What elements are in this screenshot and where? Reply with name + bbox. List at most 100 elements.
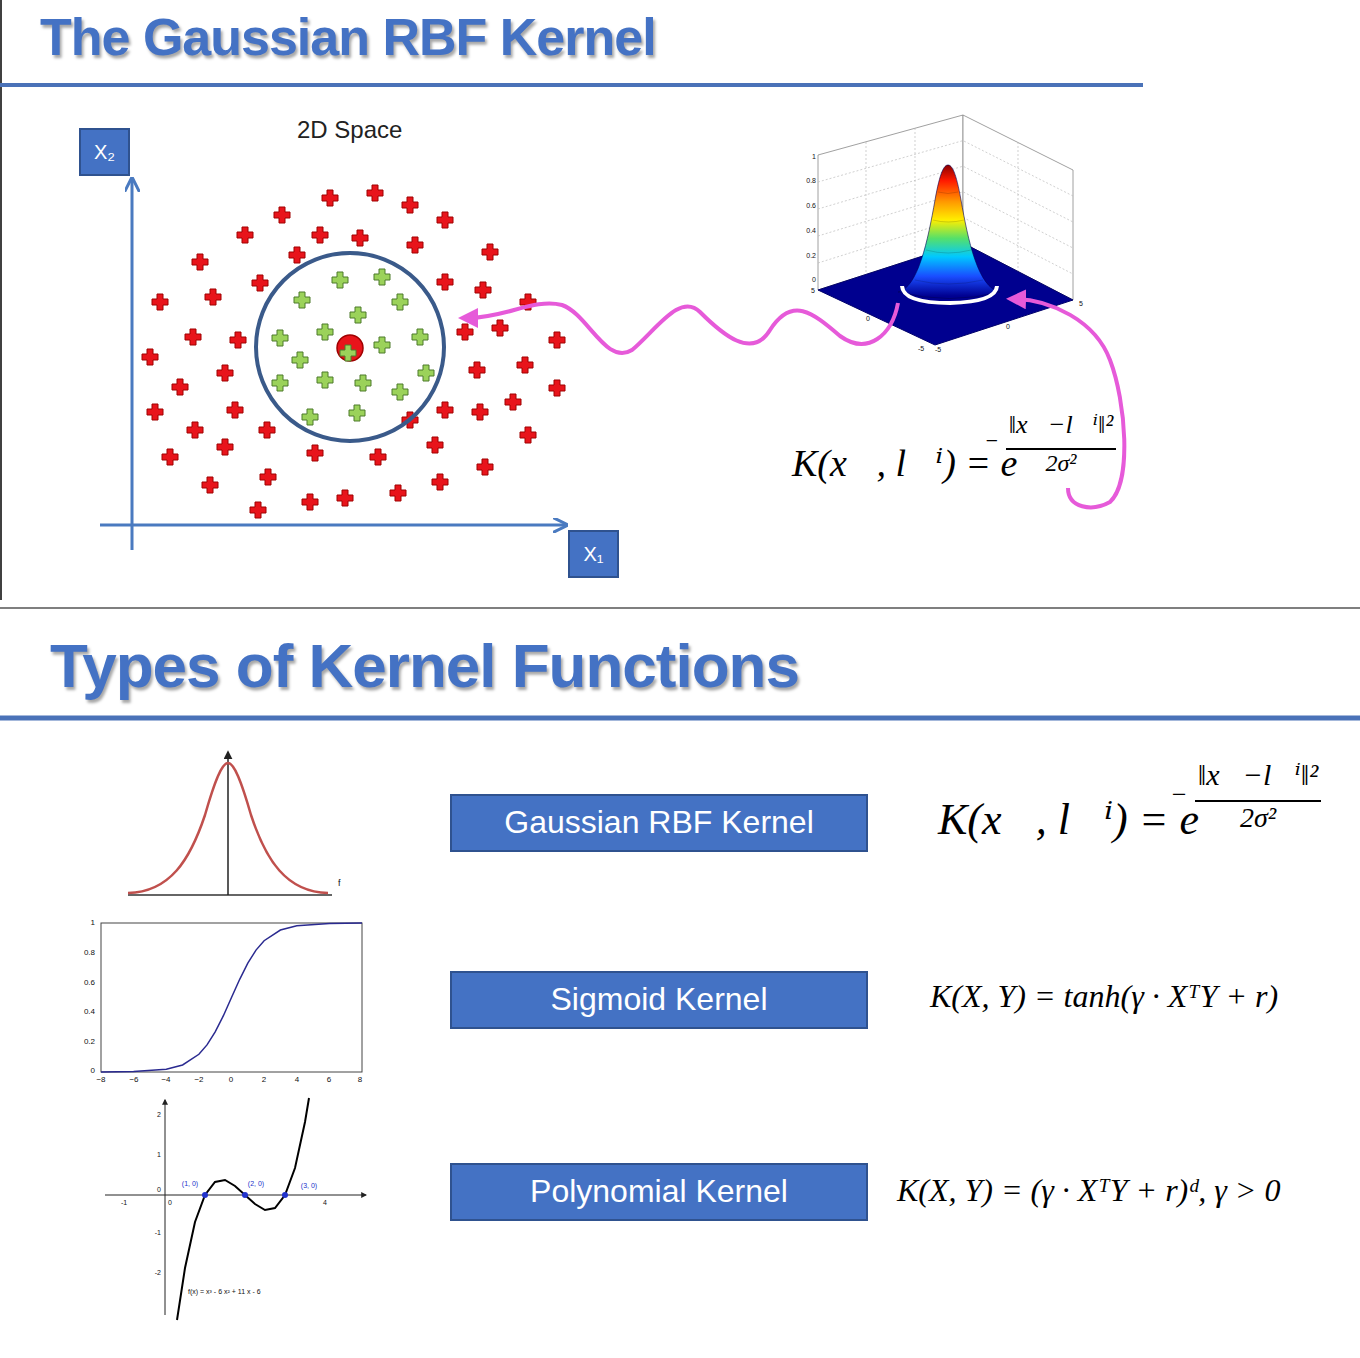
plot-frame — [101, 923, 362, 1072]
tick-label: 1 — [812, 153, 816, 161]
green-points — [272, 269, 434, 425]
red-point — [337, 490, 353, 506]
peak-mesh — [915, 192, 983, 284]
red-point — [517, 357, 533, 373]
tick-label: -5 — [935, 346, 941, 354]
green-point — [317, 372, 333, 388]
tick-label: 6 — [327, 1075, 331, 1084]
plot-axis — [105, 1195, 366, 1196]
red-point — [142, 349, 158, 365]
pink-arrow — [468, 303, 898, 353]
tick-label: 1 — [91, 918, 95, 927]
red-point — [469, 362, 485, 378]
slide-title: Types of Kernel Functions — [50, 630, 799, 701]
axis-label: f — [338, 878, 341, 888]
formula-text: ‖x⃗−l⃗ⁱ‖² — [1198, 758, 1318, 793]
x-axis — [100, 524, 565, 527]
tick-label: 0 — [91, 1066, 95, 1075]
tick-label: −4 — [161, 1075, 170, 1084]
red-point — [505, 394, 521, 410]
formula-text: ‖x⃗−l⃗ⁱ‖² — [1009, 410, 1113, 440]
red-point — [185, 329, 201, 345]
plot-axis — [128, 894, 332, 896]
title-rule — [0, 83, 1143, 87]
red-point — [289, 247, 305, 263]
function-label: f(x) = x³ - 6 x² + 11 x - 6 — [188, 1288, 261, 1296]
tick-label: -5 — [918, 345, 924, 353]
surface-plot — [818, 115, 1073, 345]
red-point — [549, 380, 565, 396]
red-point — [437, 274, 453, 290]
axis-label-box: X₁ — [568, 530, 619, 578]
tick-label: -1 — [155, 1229, 161, 1237]
tick-label: 2 — [262, 1075, 266, 1084]
plot-axis — [227, 752, 229, 895]
red-point — [162, 449, 178, 465]
title-rule — [0, 716, 1360, 721]
red-point — [492, 320, 508, 336]
red-point — [402, 197, 418, 213]
green-point — [412, 329, 428, 345]
red-point — [432, 474, 448, 490]
landmark-point — [337, 335, 363, 361]
red-point — [549, 332, 565, 348]
level-ring — [902, 286, 997, 303]
red-point — [187, 422, 203, 438]
green-point — [294, 292, 310, 308]
y-axis — [131, 180, 134, 550]
green-point — [317, 324, 333, 340]
fraction-bar — [1006, 448, 1116, 450]
red-point — [260, 469, 276, 485]
green-point — [292, 352, 308, 368]
tick-label: −2 — [194, 1075, 203, 1084]
cubic-curve — [177, 1098, 309, 1320]
pink-arrow — [1016, 299, 1124, 507]
tick-label: 8 — [358, 1075, 362, 1084]
green-point — [332, 272, 348, 288]
gaussian-curve — [128, 763, 328, 893]
formula-text: K(x⃗, l⃗ⁱ) = e — [792, 442, 1017, 486]
red-point — [367, 185, 383, 201]
grid-line — [1018, 142, 1019, 271]
red-point — [482, 244, 498, 260]
plot-caption: 2D Space — [297, 116, 402, 144]
red-point — [192, 254, 208, 270]
green-point — [349, 405, 365, 421]
green-point — [374, 337, 390, 353]
red-point — [217, 439, 233, 455]
axis-label-box: X₂ — [79, 128, 130, 176]
red-point — [312, 227, 328, 243]
mesh-line — [933, 220, 964, 222]
red-point — [370, 449, 386, 465]
root-dot — [282, 1192, 288, 1198]
mesh-line — [926, 250, 971, 253]
green-point — [272, 375, 288, 391]
tick-label: 0.6 — [84, 978, 95, 987]
formula-text: − — [1170, 780, 1188, 810]
red-point — [274, 207, 290, 223]
red-point — [172, 379, 188, 395]
tick-label: 0 — [229, 1075, 233, 1084]
formula-text: 2σ² — [1045, 450, 1076, 478]
tick-label: 0 — [168, 1199, 172, 1207]
tick-label: 0 — [157, 1186, 161, 1194]
red-point — [259, 422, 275, 438]
red-point — [427, 437, 443, 453]
fraction-bar — [1195, 800, 1321, 802]
formula-text: − — [984, 428, 999, 453]
tick-label: 0.8 — [84, 948, 95, 957]
green-point — [340, 345, 356, 361]
red-point — [475, 282, 491, 298]
tick-label: 5 — [811, 287, 815, 295]
tick-label: 4 — [295, 1075, 299, 1084]
green-point — [392, 294, 408, 310]
tick-label: -1 — [121, 1199, 127, 1207]
process-box: Polynomial Kernel — [450, 1163, 868, 1221]
tick-label: 4 — [323, 1199, 327, 1207]
tick-label: −6 — [129, 1075, 138, 1084]
node-text: Sigmoid Kernel — [551, 982, 768, 1017]
tick-label: 0.8 — [806, 177, 816, 185]
red-point — [252, 275, 268, 291]
decision-circle — [256, 253, 444, 441]
